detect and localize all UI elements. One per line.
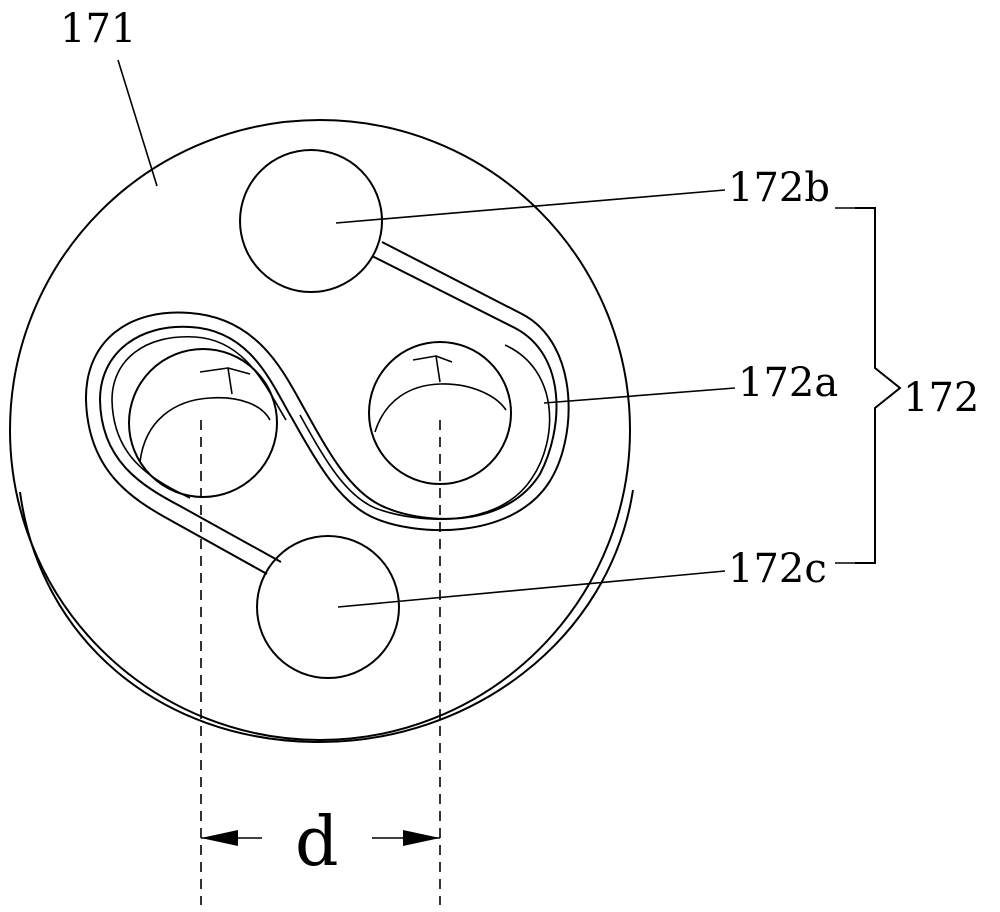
- dimension-arrow-left: [201, 830, 238, 846]
- leader-172b: [336, 190, 725, 223]
- label-172: 172: [903, 375, 979, 421]
- dimension-arrow-right: [403, 830, 440, 846]
- left-bore-inner: [140, 398, 270, 462]
- left-bore-tab: [200, 368, 250, 394]
- label-171: 171: [60, 6, 136, 52]
- right-bore-tab: [413, 356, 452, 382]
- disc-rear-rim: [20, 490, 633, 742]
- label-172b: 172b: [728, 165, 830, 211]
- label-172c: 172c: [728, 546, 827, 592]
- lower-hole-172c: [257, 536, 399, 678]
- leader-171: [118, 60, 157, 186]
- label-d: d: [295, 803, 339, 882]
- leader-172a: [544, 388, 735, 403]
- label-172a: 172a: [738, 360, 838, 406]
- channel-outer-wall: [86, 256, 557, 574]
- group-brace: [855, 208, 900, 563]
- disc-outline: [10, 120, 630, 740]
